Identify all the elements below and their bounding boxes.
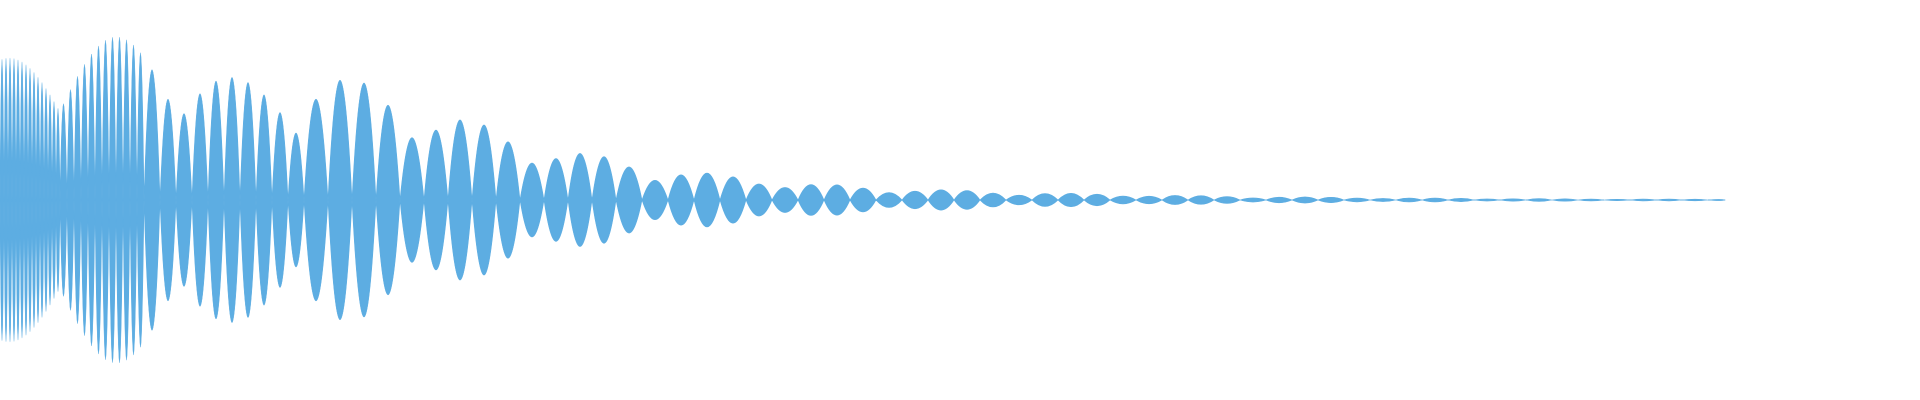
- waveform-peaks: [0, 37, 1727, 363]
